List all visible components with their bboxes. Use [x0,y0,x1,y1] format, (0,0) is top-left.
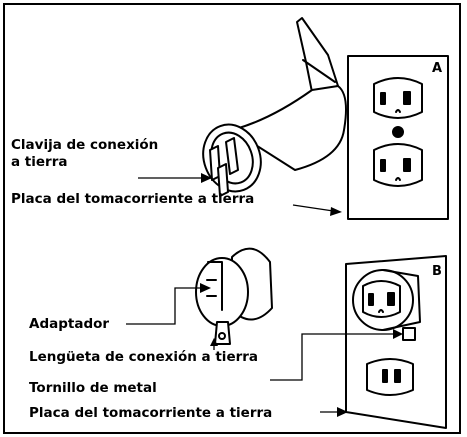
grounded-plug-body [202,85,347,193]
plate-screw-a [392,126,404,138]
receptacle-b-top [352,269,421,331]
adapter-body [195,247,273,327]
label-tornillo: Tornillo de metal [29,380,157,396]
label-lengueta: Lengüeta de conexión a tierra [29,349,259,365]
label-clavija-line1: Clavija de conexión [11,137,159,153]
receptacle-a-bottom [373,143,423,187]
arrowheads [200,173,403,417]
receptacle-a-top [373,77,423,119]
metal-screw [402,327,416,341]
diagram-frame [3,3,461,434]
plug-prongs [209,137,239,197]
figure-letter-a: A [432,61,443,76]
leader-tornillo [270,333,401,381]
receptacle-b-bottom [366,358,414,396]
label-clavija-line2: a tierra [11,154,68,170]
label-placa-top: Placa del tomacorriente a tierra [11,191,255,207]
label-adaptador: Adaptador [29,316,110,332]
plug-cord [296,17,339,93]
label-placa-bottom: Placa del tomacorriente a tierra [29,405,273,421]
grounding-tab [214,321,231,345]
leader-adaptador [126,287,208,325]
figure-letter-b: B [432,264,442,279]
